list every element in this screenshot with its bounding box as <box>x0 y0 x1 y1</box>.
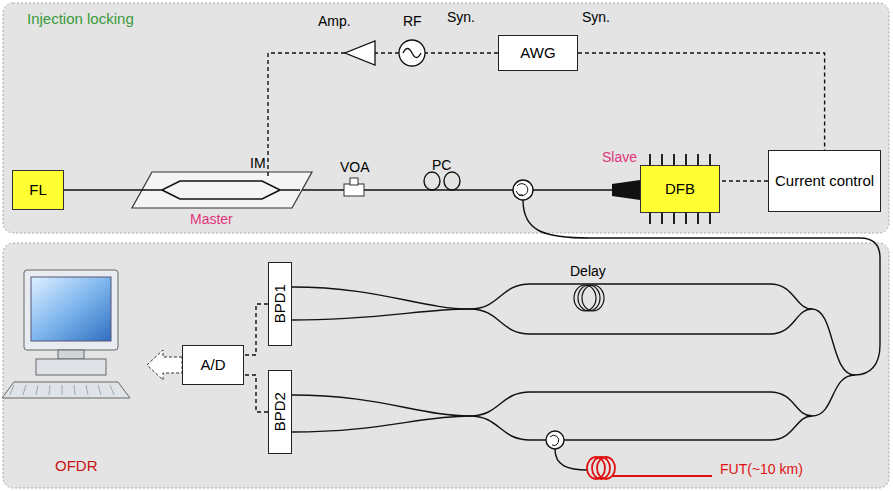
part-label: Amp. <box>318 14 351 29</box>
control-wire <box>578 53 825 150</box>
part-label: Slave <box>602 150 637 165</box>
box-label: FL <box>29 181 47 198</box>
edge-label: Syn. <box>582 10 610 25</box>
panel-region: Injection lockingAWG FL DFB Current control <box>3 3 889 233</box>
panel-title: OFDR <box>55 457 98 474</box>
part-label: IM <box>250 156 266 171</box>
laser-box: DFB <box>640 165 720 213</box>
device-box: Current control <box>768 150 881 212</box>
data-arrow <box>147 350 182 380</box>
panel-title: Injection locking <box>27 10 134 27</box>
device-box: A/D <box>182 345 244 385</box>
delay-coil <box>574 285 604 311</box>
device-box: BPD1 <box>268 262 292 346</box>
part-label: Syn. <box>447 10 475 25</box>
box-label: BPD2 <box>271 392 288 431</box>
polarization-controller-symbol <box>424 172 460 190</box>
rf-source-symbol <box>399 40 425 66</box>
box-label: BPD1 <box>271 284 288 323</box>
attenuator-symbol <box>344 178 364 196</box>
circulator-symbol <box>546 431 564 449</box>
laser-box: FL <box>12 170 64 210</box>
control-wire <box>720 180 768 181</box>
panel-ground <box>3 3 889 233</box>
fiber-under-test <box>587 457 712 479</box>
fiber-lines <box>64 190 880 470</box>
part-label: PC <box>432 158 451 173</box>
part-label: Master <box>190 212 233 227</box>
computer-icon <box>2 270 130 398</box>
device-box: BPD2 <box>268 370 292 454</box>
device-box: AWG <box>498 35 578 71</box>
modulator-symbol <box>132 172 312 208</box>
box-label: Current control <box>775 172 874 189</box>
part-label: Delay <box>570 264 606 279</box>
rf-wires <box>268 53 498 176</box>
part-label: FUT(~10 km) <box>720 462 803 477</box>
part-label: VOA <box>340 160 370 175</box>
control-wire <box>244 375 268 412</box>
control-wire <box>244 304 268 355</box>
box-label: A/D <box>200 356 225 373</box>
box-label: AWG <box>520 44 555 61</box>
part-label: RF <box>403 14 422 29</box>
circulator-symbol <box>513 180 533 200</box>
panel-ground <box>3 243 889 488</box>
box-label: DFB <box>665 180 695 197</box>
panel-region: OFDR BPD1BPD2 A/D <box>3 243 889 488</box>
amplifier-symbol <box>345 41 375 65</box>
fiber-pigtail <box>612 180 640 200</box>
